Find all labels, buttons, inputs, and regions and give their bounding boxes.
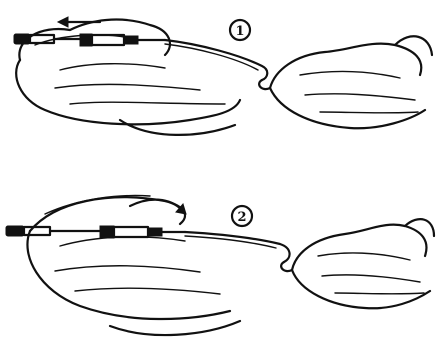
- step-1-badge: 1: [230, 20, 250, 40]
- step-2-panel: 2: [0, 176, 438, 352]
- right-hand: [270, 36, 432, 128]
- step-1-illustration: 1: [0, 0, 438, 176]
- step-2-illustration: 2: [0, 176, 438, 352]
- catheter-tube: [165, 40, 270, 89]
- step-2-badge: 2: [232, 206, 252, 226]
- needle-assembly: [6, 226, 185, 238]
- step-1-number: 1: [235, 24, 244, 39]
- left-hand: [27, 196, 240, 336]
- right-hand: [292, 219, 434, 308]
- catheter-tube: [185, 232, 292, 271]
- step-1-panel: 1: [0, 0, 438, 176]
- step-2-number: 2: [237, 210, 246, 225]
- rotate-direction-arrow: [130, 200, 186, 214]
